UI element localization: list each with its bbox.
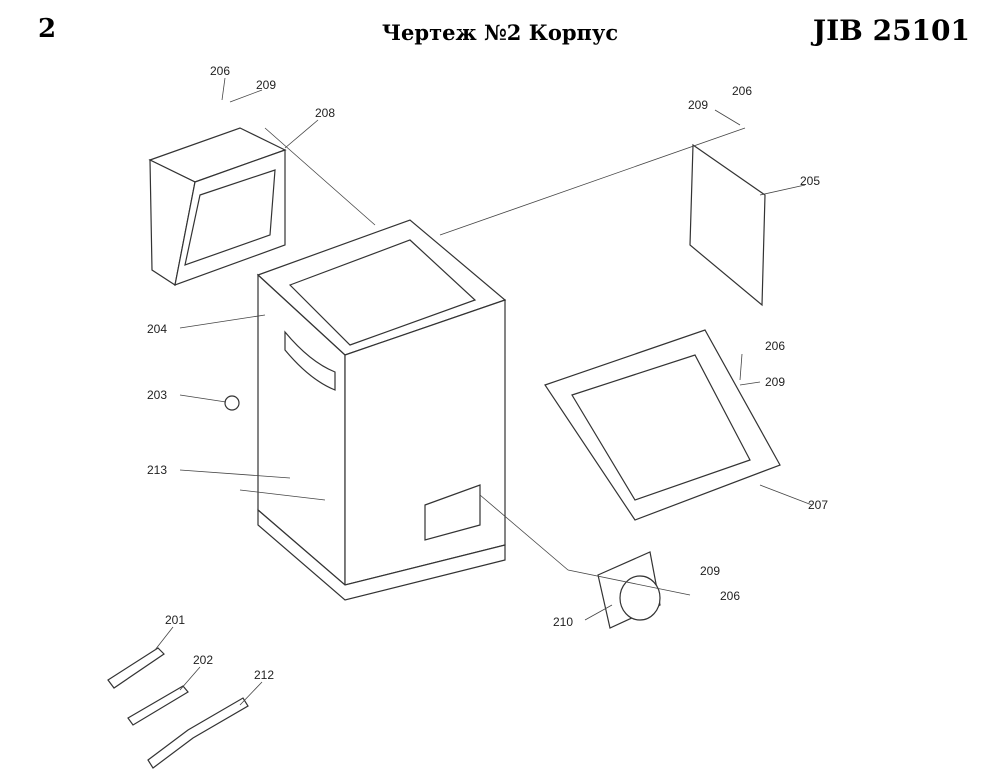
drawing-title: Чертеж №2 Корпус — [381, 20, 619, 45]
callout-202: 202 — [193, 653, 213, 667]
part-202-wrench — [127, 685, 189, 726]
part-207-top-frame — [544, 329, 781, 521]
callout-208: 208 — [315, 106, 335, 120]
model-number: JIB 25101 — [812, 14, 970, 47]
callout-labels: 206 209 208 209 206 205 204 206 209 203 … — [147, 64, 828, 682]
callout-210: 210 — [553, 615, 573, 629]
callout-203: 203 — [147, 388, 167, 402]
part-208-dust-hood — [148, 127, 287, 286]
callout-206: 206 — [732, 84, 752, 98]
part-212-handle — [147, 697, 249, 769]
callout-206: 206 — [765, 339, 785, 353]
page-number: 2 — [38, 14, 57, 44]
callout-207: 207 — [808, 498, 828, 512]
callout-209: 209 — [765, 375, 785, 389]
part-210-dust-port — [597, 551, 661, 629]
callout-209: 209 — [700, 564, 720, 578]
part-205-panel — [689, 143, 766, 307]
leader-lines — [154, 77, 813, 706]
callout-212: 212 — [254, 668, 274, 682]
callout-204: 204 — [147, 322, 167, 336]
callout-206: 206 — [720, 589, 740, 603]
part-204-cabinet — [256, 219, 507, 601]
callout-205: 205 — [800, 174, 820, 188]
callout-201: 201 — [165, 613, 185, 627]
callout-213: 213 — [147, 463, 167, 477]
callout-206: 206 — [210, 64, 230, 78]
part-203-knob — [224, 395, 240, 411]
part-201-wrench — [107, 647, 165, 689]
callout-209: 209 — [256, 78, 276, 92]
callout-209: 209 — [688, 98, 708, 112]
